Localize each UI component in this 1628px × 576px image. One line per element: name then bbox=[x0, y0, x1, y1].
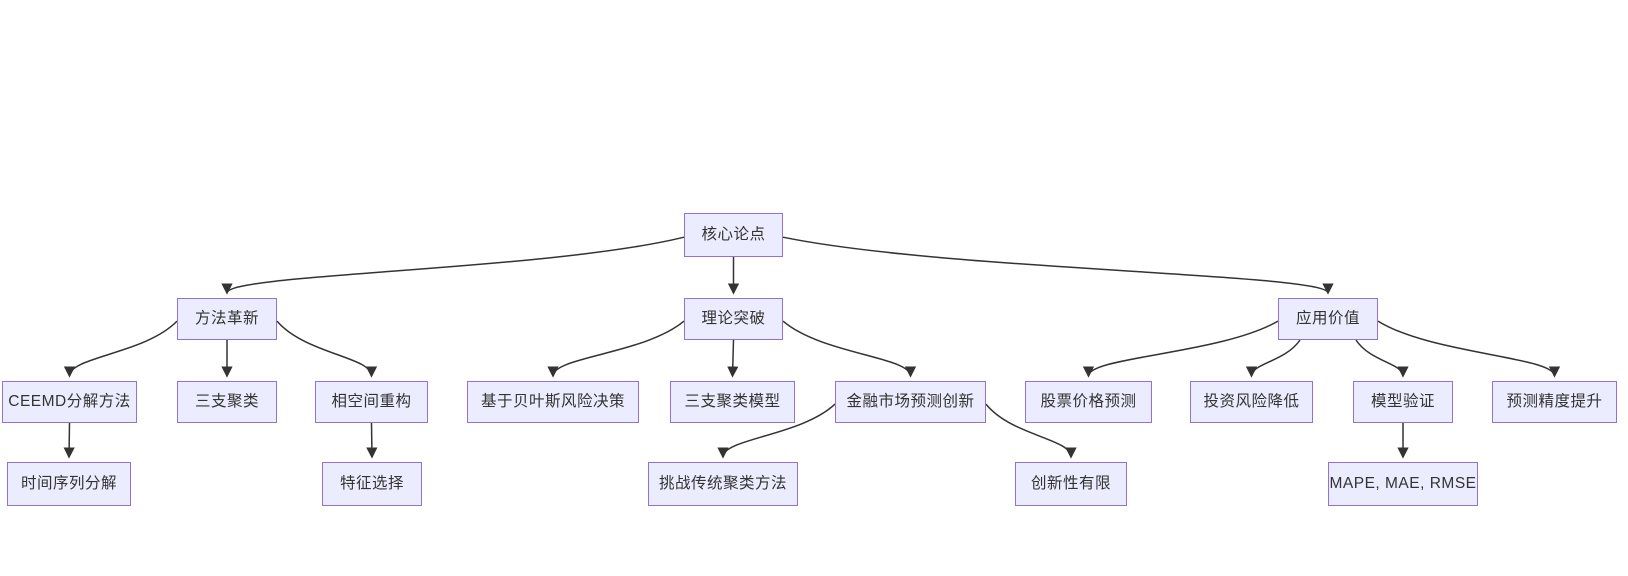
flow-edge-theory-fininnov bbox=[782, 320, 917, 378]
flow-node-root: 核心论点 bbox=[684, 213, 783, 257]
flow-edge-value-precision bbox=[1377, 320, 1561, 378]
flow-node-challenge: 挑战传统聚类方法 bbox=[648, 462, 798, 506]
flow-node-precision: 预测精度提升 bbox=[1492, 381, 1617, 423]
flow-node-limited: 创新性有限 bbox=[1015, 462, 1127, 506]
flow-node-stock: 股票价格预测 bbox=[1025, 381, 1152, 423]
flow-node-risk: 投资风险降低 bbox=[1190, 381, 1313, 423]
flow-edge-phase-featsel bbox=[366, 422, 378, 459]
flow-edge-value-risk bbox=[1245, 339, 1301, 378]
flow-edge-method-ceemd bbox=[63, 320, 178, 378]
flow-edge-value-validate bbox=[1355, 339, 1409, 378]
flow-edge-value-stock bbox=[1082, 320, 1279, 378]
flow-edge-ceemd-tsdecomp bbox=[63, 422, 75, 459]
flow-edge-root-value bbox=[782, 236, 1334, 295]
flow-node-value: 应用价值 bbox=[1278, 298, 1378, 340]
flow-node-tsdecomp: 时间序列分解 bbox=[7, 462, 131, 506]
flow-node-fininnov: 金融市场预测创新 bbox=[835, 381, 986, 423]
flow-node-method: 方法革新 bbox=[177, 298, 277, 340]
flow-edge-method-phase bbox=[276, 320, 378, 378]
flow-node-twcmodel: 三支聚类模型 bbox=[670, 381, 795, 423]
flow-node-validate: 模型验证 bbox=[1353, 381, 1453, 423]
flow-node-threeway: 三支聚类 bbox=[177, 381, 277, 423]
flow-edge-root-method bbox=[221, 236, 685, 295]
flow-node-ceemd: CEEMD分解方法 bbox=[2, 381, 137, 423]
flow-node-theory: 理论突破 bbox=[684, 298, 783, 340]
flow-node-phase: 相空间重构 bbox=[315, 381, 428, 423]
flow-node-bayes: 基于贝叶斯风险决策 bbox=[467, 381, 639, 423]
flow-edge-theory-bayes bbox=[547, 320, 685, 378]
edge-group bbox=[63, 236, 1561, 459]
flow-edge-theory-twcmodel bbox=[727, 339, 739, 378]
flow-node-featsel: 特征选择 bbox=[322, 462, 422, 506]
flow-node-metrics: MAPE, MAE, RMSE bbox=[1328, 462, 1478, 506]
